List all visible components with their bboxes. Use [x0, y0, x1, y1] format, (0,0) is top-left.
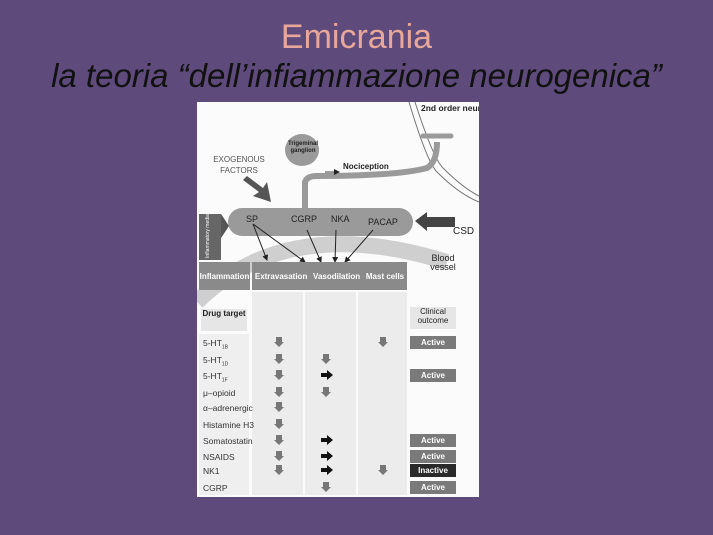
right-arrow-icon-vasodilation [321, 435, 333, 445]
vasodilation-column [305, 292, 356, 495]
exogenous-factors-label: EXOGENOUS FACTORS [213, 155, 265, 175]
slide-subtitle: la teoria “dell’infiammazione neurogenic… [51, 57, 662, 94]
clinical-outcome-header: Clinical outcome [410, 307, 456, 329]
drug-target-name: Histamine H3 [203, 420, 255, 430]
row-drug-target: 5-HT1F [203, 371, 228, 384]
down-arrow-icon-extravasation [274, 337, 284, 347]
csd-arrow [415, 212, 455, 231]
inflammatory-mediators-label: Inflammatory mediators [205, 205, 211, 258]
row-drug-target: CGRP [203, 483, 228, 493]
drug-target-name: NK1 [203, 466, 220, 476]
drug-target-name: 5-HT [203, 371, 222, 381]
clinical-outcome-badge: Inactive [410, 464, 456, 477]
down-arrow-icon-extravasation [274, 451, 284, 461]
exogenous-arrow [243, 176, 271, 202]
drug-target-subscript: 1F [221, 377, 228, 384]
header-vasodilation: Vasodilation [313, 271, 361, 281]
down-arrow-icon-vasodilation [321, 482, 331, 492]
drug-target-subscript: 1D [221, 361, 229, 368]
drug-target-name: μ–opioid [203, 388, 236, 398]
inflammatory-mediators-box [199, 214, 221, 260]
nerve-terminal [228, 208, 413, 236]
drug-target-name: 5-HT [203, 338, 222, 348]
drug-target-name: Somatostatin [203, 436, 253, 446]
neuropeptide-nka: NKA [331, 214, 350, 224]
row-drug-target: 5-HT1D [203, 355, 228, 368]
header-inflammation: Inflammation [199, 262, 250, 290]
drug-target-name: 5-HT [203, 355, 222, 365]
clinical-outcome-badge: Active [410, 450, 456, 463]
header-mast-cells: Mast cells [365, 271, 405, 281]
second-order-neuron-label: 2nd order neuron [421, 103, 479, 113]
right-arrow-icon-vasodilation [321, 451, 333, 461]
clinical-outcome-badge: Active [410, 336, 456, 349]
trigeminal-ganglion-shape [285, 134, 319, 166]
header-group: Extravasation Vasodilation Mast cells [252, 262, 407, 290]
neuropeptide-pacap: PACAP [368, 217, 398, 227]
slide-title: Emicrania [280, 18, 433, 56]
right-arrow-icon-vasodilation [321, 370, 333, 380]
neuropeptide-cgrp: CGRP [291, 214, 318, 224]
down-arrow-icon-extravasation [274, 465, 284, 475]
row-drug-target: Histamine H3 [203, 420, 254, 430]
down-arrow-icon-vasodilation [321, 354, 331, 364]
drug-target-name: CGRP [203, 483, 228, 493]
down-arrow-icon-extravasation [274, 435, 284, 445]
row-drug-target: NSAIDS [203, 452, 235, 462]
clinical-outcome-badge: Active [410, 369, 456, 382]
down-arrow-icon-extravasation [274, 354, 284, 364]
nociception-label: Nociception [343, 162, 389, 171]
down-arrow-icon-extravasation [274, 402, 284, 412]
nerve-branch [302, 141, 440, 212]
drug-target-name: NSAIDS [203, 452, 235, 462]
drug-target-column [199, 334, 249, 495]
down-arrow-icon-extravasation [274, 387, 284, 397]
drug-target-name: α–adrenergic [203, 403, 253, 413]
row-drug-target: μ–opioid [203, 388, 235, 398]
blood-vessel-label: Blood vessel [430, 253, 456, 272]
neuropeptide-sp: SP [246, 214, 259, 224]
row-drug-target: α–adrenergic [203, 403, 253, 413]
clinical-outcome-badge: Active [410, 481, 456, 494]
second-order-neuron-outline [408, 102, 479, 203]
down-arrow-icon-mast-cells [378, 465, 388, 475]
down-arrow-icon-vasodilation [321, 387, 331, 397]
down-arrow-icon-mast-cells [378, 337, 388, 347]
down-arrow-icon-extravasation [274, 370, 284, 380]
right-arrow-icon-vasodilation [321, 465, 333, 475]
neurogenic-inflammation-figure: 2nd order neuron Trigeminal ganglion EXO… [197, 102, 479, 497]
csd-label: CSD [453, 226, 475, 237]
row-drug-target: Somatostatin [203, 436, 253, 446]
trigeminal-ganglion-label: Trigeminal ganglion [287, 141, 318, 154]
row-drug-target: 5-HT1B [203, 338, 228, 351]
drug-target-subscript: 1B [221, 344, 229, 351]
down-arrow-icon-extravasation [274, 419, 284, 429]
header-extravasation: Extravasation [254, 271, 308, 281]
drug-target-header: Drug target [201, 309, 247, 331]
mast-cells-column [358, 292, 407, 495]
row-drug-target: NK1 [203, 466, 220, 476]
clinical-outcome-badge: Active [410, 434, 456, 447]
